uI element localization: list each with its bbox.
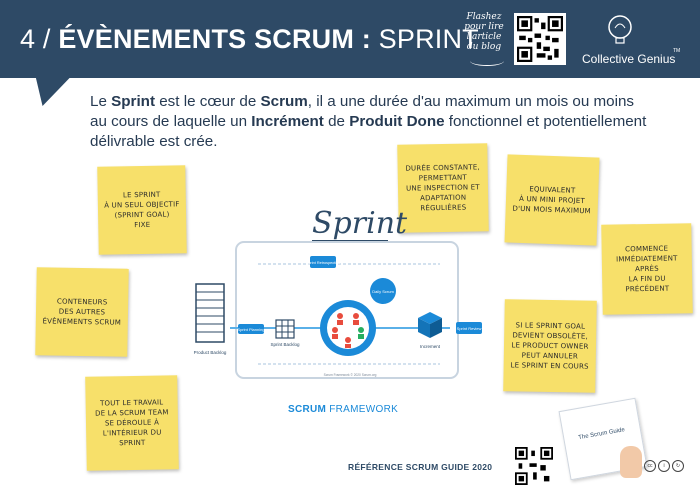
scrum-team-label: Scrum Team	[337, 357, 360, 362]
team-members-icon	[332, 313, 364, 348]
guide-qr-code[interactable]	[514, 446, 554, 486]
lightbulb-head-icon	[608, 15, 632, 44]
arrow-icon	[470, 56, 504, 66]
page-title: 4 / ÉVÈNEMENTS SCRUM : SPRINT	[20, 24, 479, 54]
sprint-backlog-icon	[275, 319, 295, 339]
brand-name: Collective Genius	[582, 52, 676, 66]
product-backlog-icon	[195, 283, 225, 343]
intro-paragraph: Le Sprint est le cœur de Scrum, il a une…	[90, 93, 647, 150]
license-badges: cc i ↻	[644, 460, 684, 472]
increment-icon	[418, 312, 442, 338]
diagram-copyright: Scrum Framework © 2020 Scrum.org	[324, 373, 377, 377]
note-work-inside: Tout le travailde la Scrum Teamse déroul…	[85, 375, 179, 471]
note-starts-after: Commenceimmédiatement aprèsla fin du pré…	[601, 223, 693, 315]
sprint-retro-label: Sprint Retrospective	[306, 261, 340, 265]
sprint-review-label: Sprint Review	[457, 326, 482, 331]
increment-label: Increment	[420, 344, 441, 349]
flash-caption: Flashez pour lire l'article du blog	[464, 12, 504, 52]
scrum-guide-reference: RÉFÉRENCE SCRUM GUIDE 2020	[348, 462, 493, 472]
qr-code-icon	[517, 16, 563, 62]
header-banner: 4 / ÉVÈNEMENTS SCRUM : SPRINT Flashez po…	[0, 0, 700, 78]
note-mini-project: Equivalentà un mini projetd'un mois maxi…	[504, 154, 600, 246]
note-containers: Conteneursdes autresévènements Scrum	[35, 267, 129, 357]
framework-caption: SCRUM FRAMEWORK	[288, 404, 399, 415]
scrum-framework-diagram: Product Backlog Sprint Planning Sprint B…	[194, 241, 482, 379]
note-duration: Durée constante,permettantune inspection…	[397, 143, 489, 233]
by-icon: i	[658, 460, 670, 472]
qr-code-icon	[515, 447, 553, 485]
product-backlog-label: Product Backlog	[194, 350, 227, 355]
daily-scrum-label: Daily Scrum	[372, 289, 394, 294]
sprint-review-box	[456, 322, 482, 334]
sprint-backlog-label: Sprint Backlog	[270, 342, 300, 347]
sprint-heading: Sprint	[312, 206, 408, 241]
sprint-cycle-frame	[235, 241, 459, 379]
sprint-retro-box	[310, 256, 336, 268]
cc-icon: cc	[644, 460, 656, 472]
header-notch	[24, 76, 72, 106]
scrum-guide-title: The Scrum Guide	[577, 427, 626, 442]
note-sprint-goal: Le sprintà un seul objectif(sprint goal)…	[97, 165, 187, 255]
daily-scrum-circle	[370, 278, 396, 304]
note-cancel-sprint: Si le sprint goaldevient obsolète,le pro…	[503, 299, 597, 393]
sprint-planning-box	[238, 324, 264, 334]
sa-icon: ↻	[672, 460, 684, 472]
sprint-planning-label: Sprint Planning	[237, 327, 264, 332]
trademark-mark: TM	[673, 48, 681, 54]
hand-illustration	[620, 446, 642, 478]
blog-qr-code[interactable]	[514, 13, 566, 65]
